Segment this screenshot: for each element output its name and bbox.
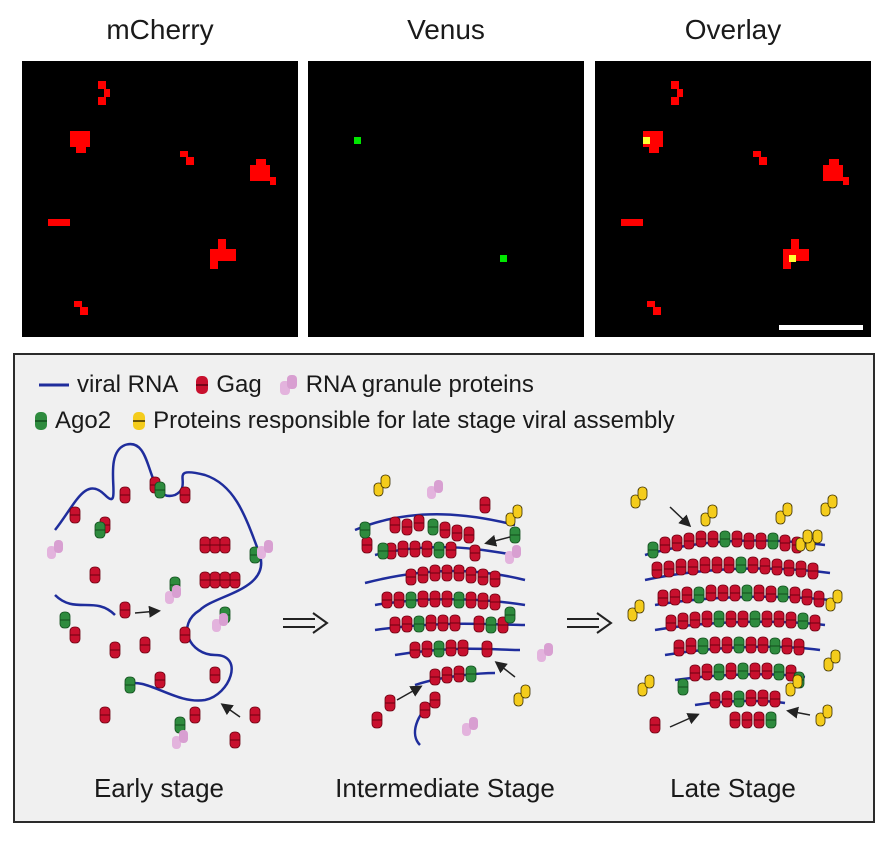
legend-row-2: Ago2 Proteins responsible for late stage…: [33, 407, 685, 435]
legend-gag-label: Gag: [216, 371, 262, 398]
mcherry-image: [22, 61, 298, 337]
legend-gag: Gag: [194, 371, 262, 399]
legend-late-proteins-label: Proteins responsible for late stage vira…: [153, 407, 675, 434]
panel-title-overlay: Overlay: [684, 14, 782, 45]
legend-rna-granule: RNA granule proteins: [278, 371, 534, 399]
overlay-image: [595, 61, 871, 337]
panel-title-mcherry: mCherry: [106, 14, 214, 45]
venus-image: [308, 61, 584, 337]
stage-illustrations: [47, 442, 843, 749]
legend-row-1: viral RNA Gag RNA granule proteins: [37, 371, 544, 399]
intermediate-stage-illustration: [354, 474, 553, 746]
legend-ago2: Ago2: [33, 407, 111, 435]
legend-rna-granule-label: RNA granule proteins: [305, 371, 534, 398]
assembly-diagram: viral RNA Gag RNA granule proteins Ago2: [13, 353, 875, 823]
early-stage-illustration: [47, 442, 273, 749]
scale-bar: [779, 325, 863, 330]
legend-viral-rna: viral RNA: [37, 371, 178, 399]
gag-icon: [196, 376, 209, 394]
overlay-puncta: [621, 81, 863, 330]
transition-arrow-2: [567, 612, 613, 634]
legend-ago2-label: Ago2: [55, 407, 112, 434]
stage-label-late: Late Stage: [670, 773, 796, 803]
ago2-icon: [35, 412, 47, 430]
panel-title-venus: Venus: [407, 14, 485, 45]
venus-puncta: [354, 137, 507, 262]
late-protein-icon: [133, 412, 146, 430]
stage-label-intermediate: Intermediate Stage: [335, 773, 555, 803]
transition-arrow-1: [283, 612, 329, 634]
mcherry-puncta: [48, 81, 276, 315]
stage-label-early: Early stage: [93, 773, 225, 803]
rna-granule-icon: [279, 375, 297, 395]
legend-late-proteins: Proteins responsible for late stage vira…: [131, 407, 675, 435]
legend-viral-rna-label: viral RNA: [77, 371, 179, 398]
late-stage-illustration: [627, 486, 843, 734]
viral-rna-line-icon: [39, 383, 69, 387]
